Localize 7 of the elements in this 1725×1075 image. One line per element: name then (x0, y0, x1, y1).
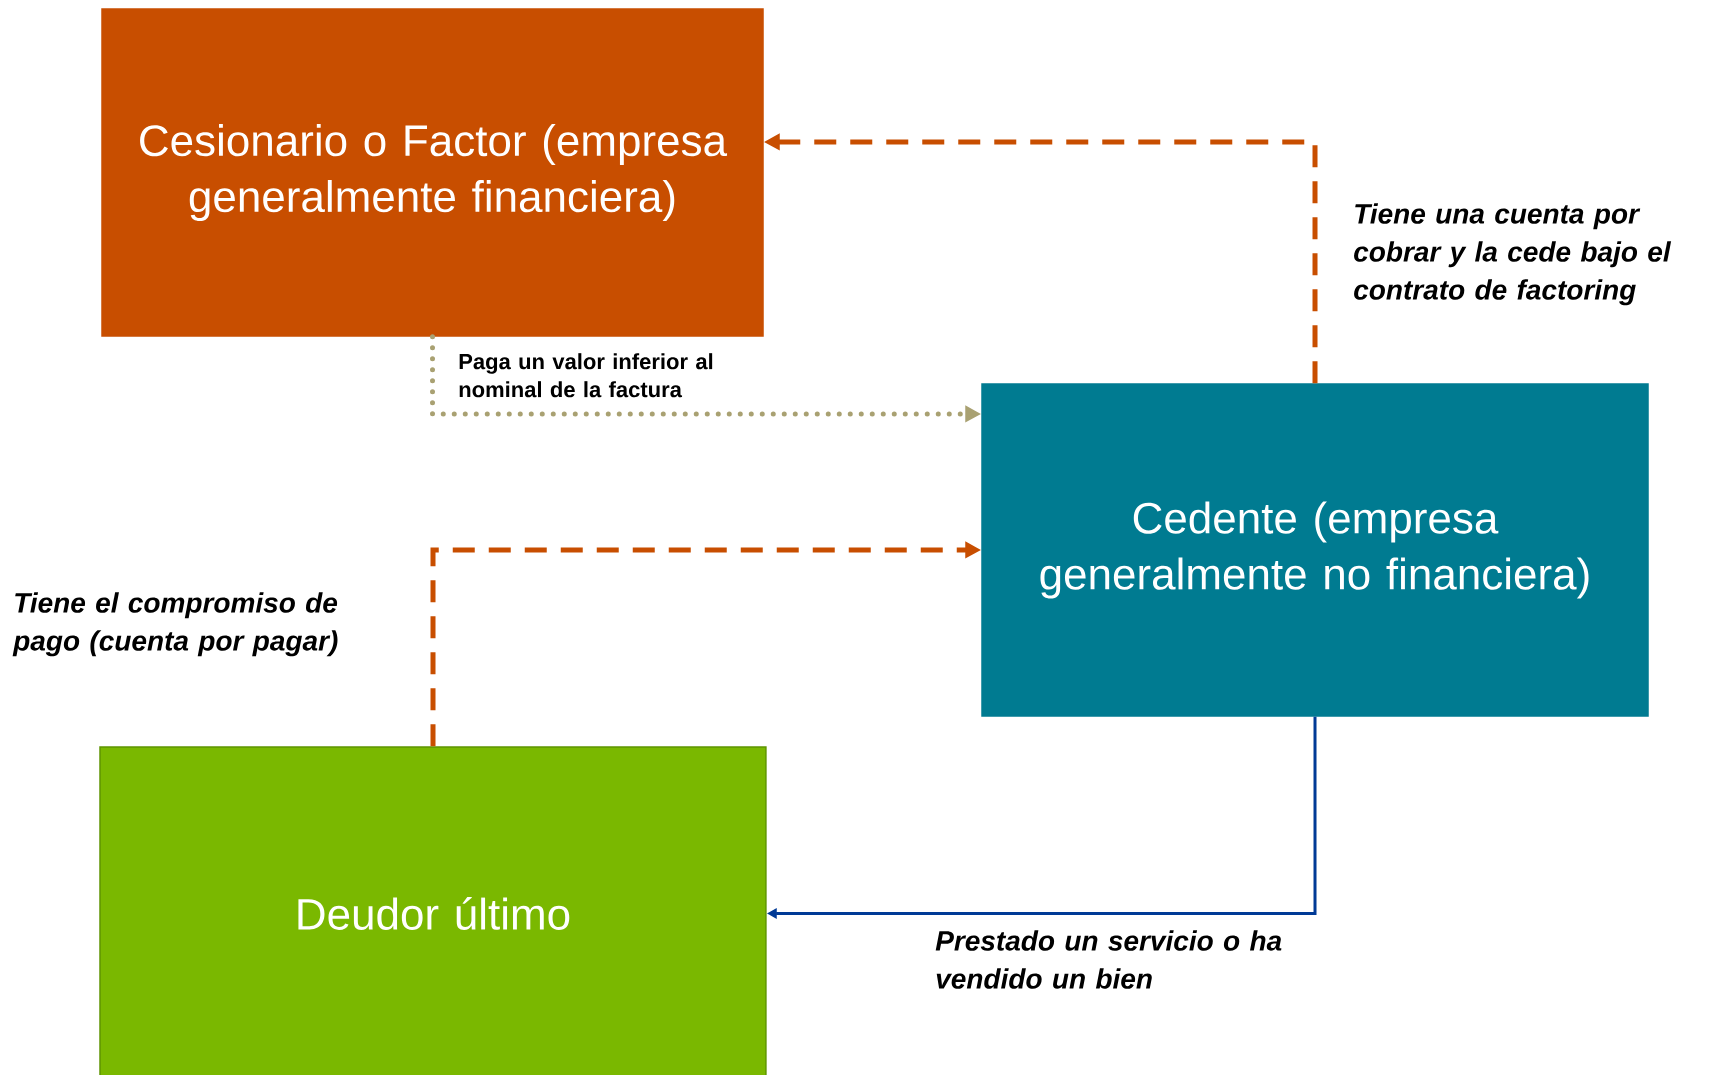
edge-label: Prestado un servicio o ha vendido un bien (935, 930, 1282, 989)
edge-label: Tiene el compromiso de pago (cuenta por pagar) (12, 592, 338, 657)
edge-label: Paga un valor inferior al nominal de la factura (459, 353, 713, 398)
process-box: Cedente (empresa generalmente no financiera) (981, 383, 1649, 717)
edge-label: Tiene una cuenta por cobrar y la cede bajo el contrato de factoring (1354, 203, 1672, 306)
process-box: Deudor último (99, 746, 767, 1075)
process-box: Cesionario o Factor (empresa generalmente financiera) (101, 8, 764, 337)
